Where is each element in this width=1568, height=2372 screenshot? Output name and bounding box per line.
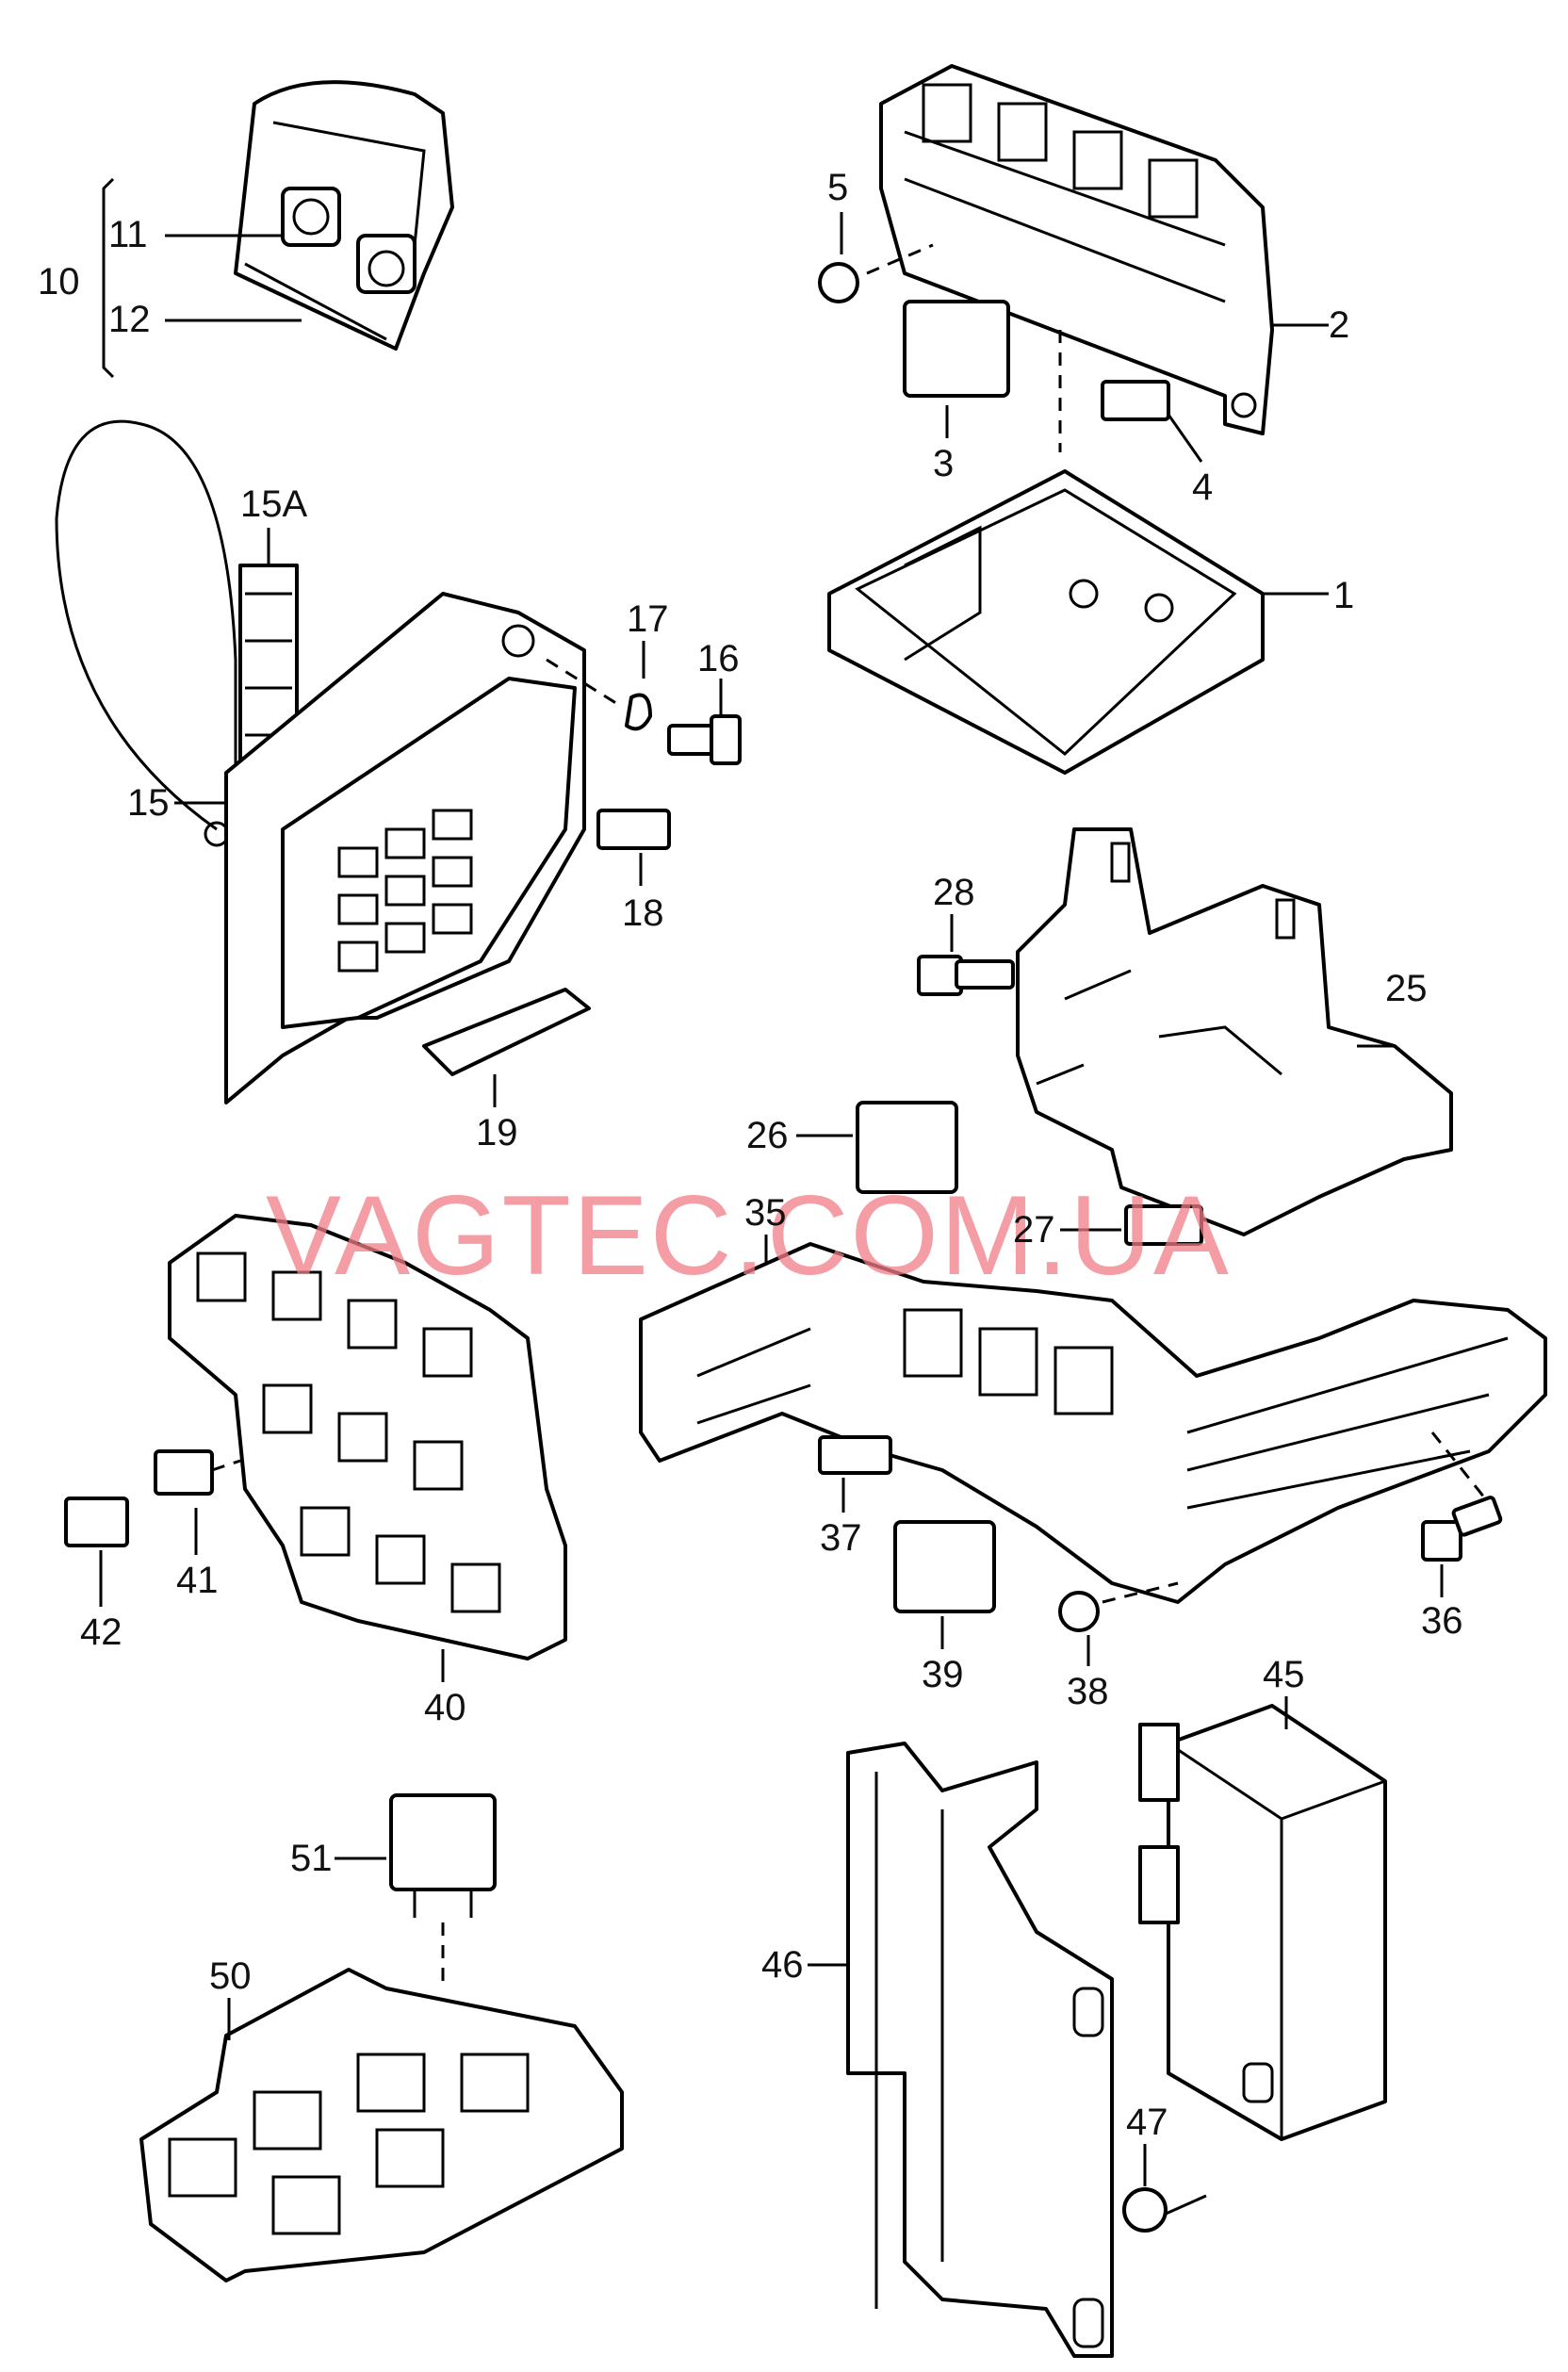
part-4-fuse [1101, 380, 1170, 421]
part-19-fuse-puller [422, 988, 591, 1076]
part-46-mounting-bracket [846, 1742, 1114, 2358]
callout-15: 15 [127, 782, 170, 824]
callout-2: 2 [1329, 304, 1349, 346]
callout-12: 12 [108, 299, 151, 340]
callout-25: 25 [1385, 968, 1428, 1009]
part-3-relay [903, 300, 1010, 398]
callout-10: 10 [38, 261, 80, 303]
part-17-clip [625, 693, 652, 731]
bracket-10 [102, 177, 115, 379]
part-42-fuse [64, 1497, 129, 1547]
callout-35: 35 [744, 1192, 787, 1234]
callout-5: 5 [827, 167, 848, 208]
part-51-relay [389, 1793, 497, 1918]
part-18-fuse [596, 809, 671, 850]
callout-36: 36 [1421, 1600, 1463, 1642]
callout-50: 50 [209, 1955, 252, 1997]
callout-41: 41 [176, 1560, 219, 1601]
callout-47: 47 [1126, 2102, 1168, 2143]
callout-28: 28 [933, 872, 975, 913]
part-41-fuse [154, 1449, 214, 1496]
callout-51: 51 [290, 1838, 333, 1879]
callout-15A: 15A [240, 483, 307, 525]
part-5-nut [818, 262, 859, 303]
part-40-relay-holder [168, 1214, 567, 1660]
callout-17: 17 [627, 598, 669, 640]
part-2-fuse-carrier [879, 64, 1274, 435]
callout-1: 1 [1333, 575, 1354, 616]
part-1-base-plate [827, 469, 1265, 775]
callout-40: 40 [424, 1687, 466, 1728]
part-25-bracket [1016, 827, 1453, 1236]
callout-46: 46 [761, 1944, 804, 1986]
part-45-control-unit [1138, 1704, 1387, 2141]
part-26-relay [856, 1101, 958, 1194]
part-16-bolt [667, 714, 742, 765]
callout-26: 26 [746, 1115, 789, 1156]
callout-37: 37 [820, 1517, 862, 1559]
part-27-fuse [1124, 1204, 1203, 1246]
callout-38: 38 [1067, 1671, 1109, 1712]
part-39-relay [893, 1520, 996, 1613]
part-15-fuse-box-cover [224, 592, 586, 1104]
callout-18: 18 [622, 892, 664, 934]
part-37-fuse [818, 1435, 892, 1475]
callout-19: 19 [476, 1112, 518, 1153]
part-28-bolt [917, 955, 1015, 996]
part-47-nut [1122, 2187, 1168, 2233]
callout-27: 27 [1013, 1209, 1055, 1251]
watermark: VAGTEC.COM.UA [266, 1172, 1231, 1299]
part-50-relay-base [139, 1968, 624, 2282]
callout-4: 4 [1192, 466, 1213, 508]
callout-16: 16 [697, 638, 740, 679]
callout-39: 39 [922, 1654, 964, 1695]
callout-3: 3 [933, 443, 954, 484]
part-38-nut [1058, 1591, 1100, 1632]
part-36-bolt [1421, 1496, 1503, 1562]
callout-11: 11 [108, 214, 148, 255]
callout-42: 42 [80, 1611, 122, 1653]
callout-45: 45 [1263, 1654, 1305, 1695]
part-10-fuse-holder [234, 80, 454, 351]
